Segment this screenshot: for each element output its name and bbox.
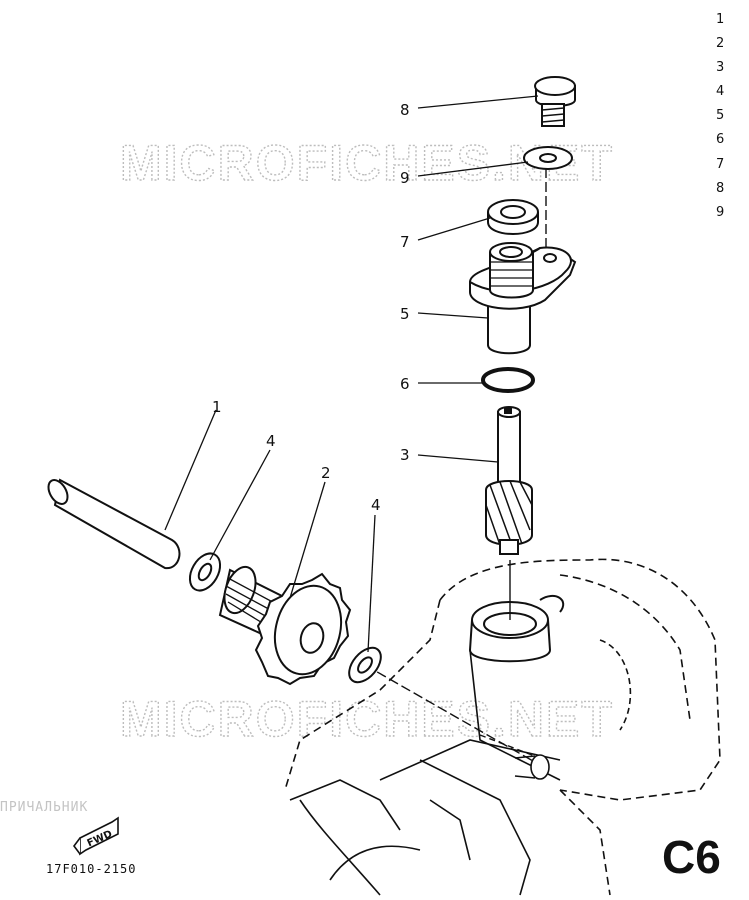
faint-stamp-text: ПРИЧАЛЬНИК: [0, 800, 89, 815]
callout-1: 1: [212, 398, 222, 416]
dowel-pin-hole: [514, 754, 550, 780]
leader-lines: [164, 95, 539, 653]
parts-index-item: 9: [716, 204, 725, 220]
part-3-gear-shaft: [485, 406, 533, 555]
part-8-bolt: [534, 76, 576, 127]
parts-index-item: 6: [716, 132, 725, 148]
alignment-lines: [364, 168, 547, 766]
callout-5: 5: [400, 305, 410, 323]
callout-4-left: 4: [266, 432, 276, 450]
callout-8: 8: [400, 101, 410, 119]
part-7-oil-seal: [487, 199, 539, 235]
callout-labels: 1 4 2 4 3 6 5 7 9 8: [212, 101, 410, 514]
callout-9: 9: [400, 169, 410, 187]
part-2-drive-gear: [218, 565, 352, 686]
parts-index-item: 5: [716, 108, 725, 124]
callout-2: 2: [321, 464, 331, 482]
part-4-washer-right: [348, 646, 382, 684]
section-code: C6: [662, 831, 721, 883]
parts-index-list: 1 2 3 4 5 6 7 8 9: [716, 8, 724, 225]
parts-index-item: 2: [716, 36, 725, 52]
callout-7: 7: [400, 233, 410, 251]
callout-3: 3: [400, 446, 410, 464]
part-5-sleeve: [468, 242, 577, 355]
part-6-o-ring: [481, 367, 535, 393]
part-1-shaft: [47, 478, 181, 570]
part-4-washer-left: [188, 552, 222, 592]
callout-4-right: 4: [371, 496, 381, 514]
engine-case-outline: [284, 558, 721, 896]
parts-index-item: 8: [716, 180, 725, 196]
parts-index-item: 4: [716, 84, 725, 100]
parts-index-item: 1: [716, 12, 725, 27]
figure-code: 17F010-2150: [46, 862, 137, 876]
watermark-middle: MICROFICHES.NET: [120, 691, 614, 747]
callout-6: 6: [400, 375, 410, 393]
parts-index-item: 3: [716, 60, 725, 76]
parts-index-item: 7: [716, 156, 725, 172]
case-bore: [468, 594, 565, 663]
part-9-washer: [523, 146, 573, 170]
fwd-arrow-icon: FWD: [73, 816, 119, 856]
